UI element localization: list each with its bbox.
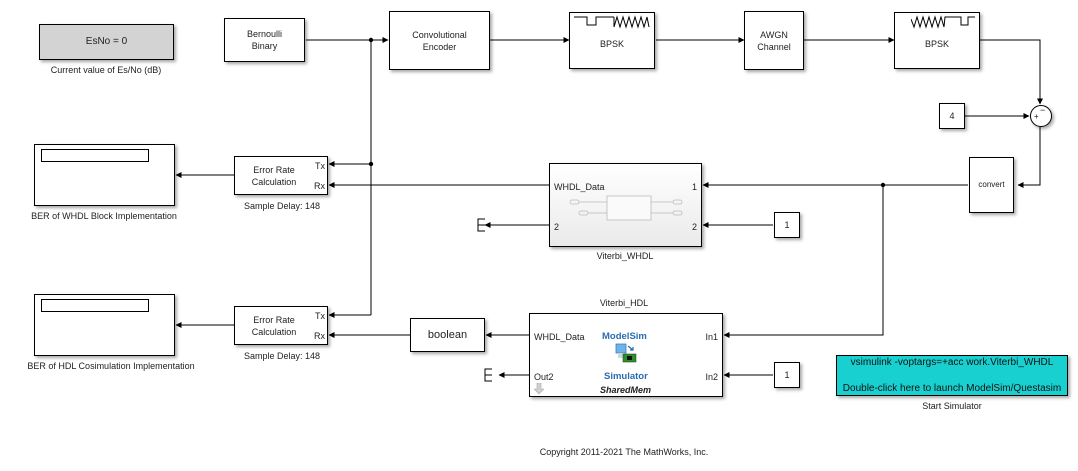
constant-1-block-a[interactable]: 1 (774, 212, 800, 238)
viterbi-hdl-caption: Viterbi_HDL (599, 298, 649, 308)
modelsim-label: ModelSim (602, 331, 647, 342)
constant-4-block[interactable]: 4 (939, 103, 965, 129)
error-rate-1-tx-port: Tx (315, 161, 325, 171)
demodulation-waveform-icon (911, 15, 975, 29)
sum-minus-sign: − (1040, 105, 1046, 115)
error-rate-1-rx-port: Rx (314, 181, 325, 191)
error-rate-2-tx-port: Tx (315, 311, 325, 321)
bpsk-demodulator-block[interactable]: BPSK (894, 12, 980, 69)
launch-caption: Start Simulator (922, 401, 982, 411)
viterbi-whdl-subsystem[interactable]: WHDL_Data 2 1 2 (549, 163, 702, 247)
modulation-waveform-icon (574, 15, 650, 29)
sum-plus-sign: + (1034, 112, 1039, 121)
simulator-label: Simulator (604, 371, 648, 382)
copyright-text: Copyright 2011-2021 The MathWorks, Inc. (539, 447, 709, 457)
awgn-label: AWGN Channel (757, 29, 791, 52)
viterbi-hdl-cosim-block[interactable]: WHDL_Data Out2 In1 In2 ModelSim Simulato… (529, 313, 723, 397)
error-rate-2-label: Error Rate Calculation (251, 314, 297, 337)
simulator-computer-icon (615, 343, 637, 363)
bernoulli-label: Bernoulli Binary (246, 29, 283, 51)
constant-1-block-b[interactable]: 1 (774, 362, 800, 388)
hdl-out2-port: Out2 (534, 372, 554, 382)
wire-bpsk-sum (980, 39, 1043, 105)
constant-1b-value: 1 (784, 370, 790, 380)
esno-display-block[interactable]: EsNo = 0 (39, 24, 174, 60)
whdl-out1-port: WHDL_Data (554, 182, 605, 192)
esno-display-value: EsNo = 0 (85, 36, 128, 47)
ber-display-hdl[interactable] (34, 294, 175, 356)
branch-point (368, 161, 374, 167)
branch-point (368, 37, 374, 43)
bernoulli-binary-block[interactable]: Bernoulli Binary (224, 18, 305, 62)
convert-label: convert (978, 180, 1005, 189)
launch-instruction: Double-click here to launch ModelSim/Que… (842, 383, 1062, 394)
wire-branch-hdl (723, 185, 884, 338)
subsystem-icon (569, 195, 683, 221)
error-rate-1-caption: Sample Delay: 148 (243, 201, 321, 211)
error-rate-calculation-2[interactable]: Error Rate Calculation Tx Rx (234, 306, 328, 345)
ber-display-whdl[interactable] (34, 144, 175, 206)
bpsk-demod-label: BPSK (924, 38, 949, 49)
hdl-out1-port: WHDL_Data (534, 332, 585, 342)
terminator-icon (477, 218, 485, 232)
launch-text: vsimulink -voptargs=+acc work.Viterbi_WH… (843, 343, 1061, 408)
bpsk-modulator-block[interactable]: BPSK (569, 12, 655, 69)
error-rate-1-label: Error Rate Calculation (251, 164, 297, 187)
viterbi-whdl-caption: Viterbi_WHDL (596, 251, 654, 261)
constant-1a-value: 1 (784, 220, 790, 230)
launch-command: vsimulink -voptargs=+acc work.Viterbi_WH… (850, 357, 1054, 368)
error-rate-calculation-1[interactable]: Error Rate Calculation Tx Rx (234, 156, 328, 195)
hdl-in1-port: In1 (705, 332, 718, 342)
ber-whdl-caption: BER of WHDL Block Implementation (31, 211, 177, 221)
convolutional-encoder-block[interactable]: Convolutional Encoder (389, 11, 490, 70)
ber-value-field (41, 299, 149, 312)
boolean-label: boolean (427, 329, 468, 341)
esno-caption: Current value of Es/No (dB) (50, 65, 162, 75)
whdl-in2-port: 2 (691, 222, 697, 232)
boolean-conversion-block[interactable]: boolean (410, 318, 485, 352)
whdl-out2-port: 2 (554, 222, 560, 232)
error-rate-2-rx-port: Rx (314, 331, 325, 341)
whdl-in1-port: 1 (691, 182, 697, 192)
sharedmem-label: SharedMem (600, 385, 652, 395)
encoder-label: Convolutional Encoder (412, 29, 467, 52)
awgn-channel-block[interactable]: AWGN Channel (744, 11, 804, 70)
launch-simulator-button[interactable]: vsimulink -voptargs=+acc work.Viterbi_WH… (836, 355, 1068, 396)
ber-hdl-caption: BER of HDL Cosimulation Implementation (27, 361, 195, 371)
terminator-icon (484, 368, 492, 382)
constant-4-value: 4 (949, 111, 955, 121)
branch-point (880, 182, 886, 188)
convert-block[interactable]: convert (969, 157, 1014, 213)
sum-block[interactable]: + − (1030, 105, 1052, 127)
hdl-in2-port: In2 (705, 372, 718, 382)
bpsk-mod-label: BPSK (599, 38, 624, 49)
down-arrow-icon (534, 383, 544, 395)
error-rate-2-caption: Sample Delay: 148 (243, 351, 321, 361)
wire-sum-convert (1017, 127, 1041, 188)
ber-value-field (41, 149, 149, 162)
